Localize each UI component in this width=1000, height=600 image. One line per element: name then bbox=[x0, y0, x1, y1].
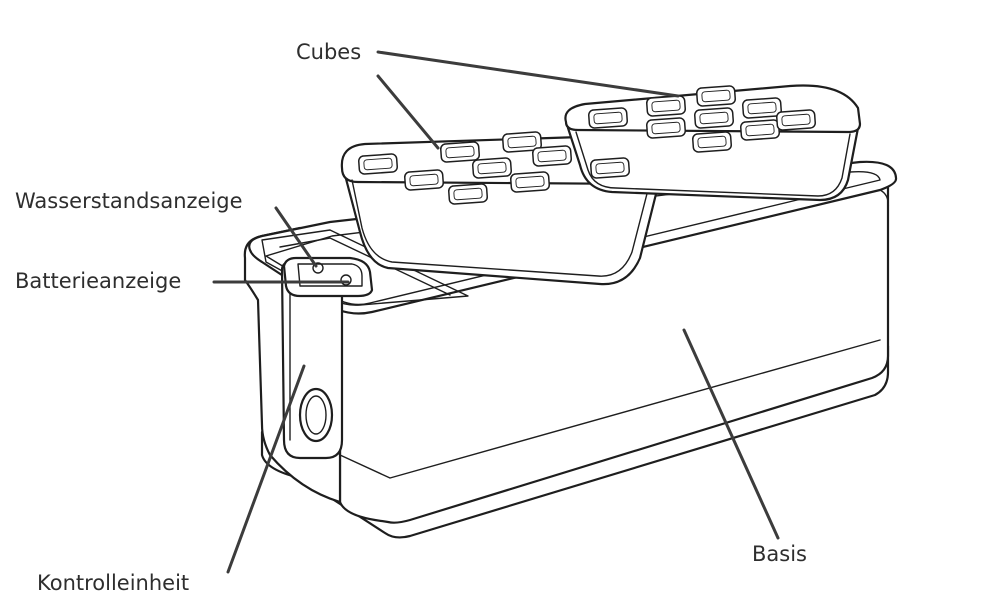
cube-cell bbox=[502, 131, 542, 153]
cube-cell bbox=[776, 109, 816, 131]
leader-base bbox=[682, 328, 780, 540]
cube-cell bbox=[740, 119, 780, 141]
cube-cell bbox=[742, 97, 782, 119]
label-cubes: Cubes bbox=[296, 40, 362, 64]
leader-lines bbox=[212, 50, 780, 574]
cube-cell bbox=[532, 145, 572, 167]
cube-cell bbox=[696, 85, 736, 107]
cube-cell bbox=[448, 183, 488, 205]
cube-cell bbox=[588, 107, 628, 129]
cube-cell bbox=[440, 141, 480, 163]
cube-cell bbox=[510, 171, 550, 193]
cube-cell bbox=[646, 117, 686, 139]
control-unit bbox=[280, 256, 374, 460]
leader-cubes-front bbox=[376, 74, 440, 150]
cube-cell bbox=[404, 169, 444, 191]
cube-cell bbox=[472, 157, 512, 179]
cube-cell bbox=[694, 107, 734, 129]
label-water-level: Wasserstandsanzeige bbox=[15, 189, 243, 213]
cube-cells bbox=[358, 85, 816, 205]
label-control-unit: Kontrolleinheit bbox=[37, 571, 190, 595]
cube-cell bbox=[358, 153, 398, 175]
cube-cell bbox=[646, 95, 686, 117]
leader-water-level bbox=[274, 206, 318, 268]
cube-cell bbox=[590, 157, 630, 179]
cube-cell bbox=[692, 131, 732, 153]
label-battery: Batterieanzeige bbox=[15, 269, 182, 293]
leader-cubes-back bbox=[376, 50, 680, 98]
label-base: Basis bbox=[752, 542, 807, 566]
leader-control-unit bbox=[226, 364, 306, 574]
